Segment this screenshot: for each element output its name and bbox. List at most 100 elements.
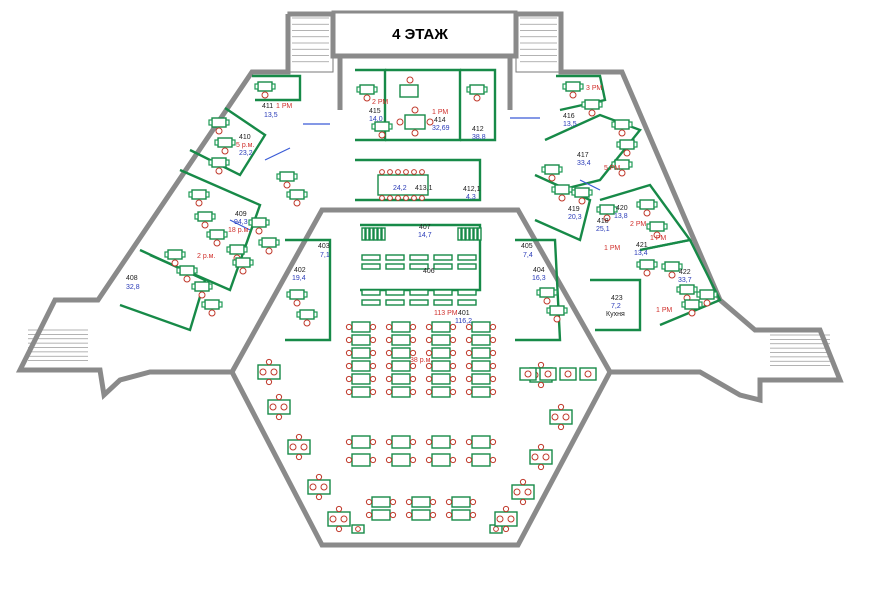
desk — [361, 227, 366, 241]
desk — [549, 305, 565, 316]
seat-side — [211, 213, 216, 220]
desk — [391, 334, 411, 346]
chair — [465, 438, 473, 446]
room-415-number: 415 — [369, 108, 381, 115]
room-417-number: 417 — [577, 152, 589, 159]
desk — [261, 237, 277, 248]
room-423-label: Кухня — [606, 311, 625, 318]
chair — [345, 336, 353, 344]
chair — [562, 413, 570, 421]
room-418-area: 25,1 — [596, 226, 610, 233]
desk — [411, 509, 431, 521]
seat-side — [541, 166, 546, 173]
desk — [371, 509, 391, 521]
chair — [365, 498, 373, 506]
chair — [564, 370, 572, 378]
desk — [684, 299, 700, 310]
chair — [489, 349, 497, 357]
seat-side — [562, 83, 567, 90]
seat-side — [191, 283, 196, 290]
seat-side — [206, 231, 211, 238]
room-419-area: 20,3 — [568, 214, 582, 221]
room-422-capacity: 1 РМ — [656, 307, 672, 314]
chair — [425, 323, 433, 331]
chair — [409, 375, 417, 383]
desk — [469, 84, 485, 95]
seat-side — [231, 139, 236, 146]
chair — [524, 370, 532, 378]
desk — [433, 289, 453, 296]
room-402-number: 402 — [294, 267, 306, 274]
room-418-number: 418 — [597, 218, 609, 225]
chair — [469, 511, 477, 519]
chair — [425, 349, 433, 357]
chair — [300, 443, 308, 451]
chair — [345, 362, 353, 370]
desk — [351, 347, 371, 359]
seat-side — [483, 86, 488, 93]
chair — [221, 147, 229, 155]
chair — [309, 483, 317, 491]
room-408-capacity-fragment: 2 р.м. — [197, 253, 215, 260]
desk — [391, 347, 411, 359]
seat-side — [303, 291, 308, 298]
seat-side — [551, 186, 556, 193]
seat-side — [681, 301, 686, 308]
room-405-area: 7,4 — [523, 252, 533, 259]
chair — [183, 275, 191, 283]
chair — [507, 515, 515, 523]
desk — [461, 227, 466, 241]
seat-side — [254, 83, 259, 90]
chair — [395, 169, 401, 175]
room-412-1-area: 4,3 — [466, 194, 476, 201]
chair — [329, 515, 337, 523]
seat-side — [214, 139, 219, 146]
chair — [385, 323, 393, 331]
desk — [235, 257, 251, 268]
chair — [406, 76, 414, 84]
chair — [345, 349, 353, 357]
desk — [391, 321, 411, 333]
room-labels: 411 1 РМ 13,5 410 5 р.м. 23,2 409 94,3 1… — [126, 85, 692, 364]
stair-steps — [28, 17, 830, 367]
chair — [280, 403, 288, 411]
seat-side — [371, 123, 376, 130]
chair — [653, 231, 661, 239]
chair — [465, 336, 473, 344]
chair — [295, 433, 303, 441]
chair — [208, 309, 216, 317]
seat-side — [208, 159, 213, 166]
chair — [531, 453, 539, 461]
chair — [449, 388, 457, 396]
room-411-number: 411 — [262, 103, 273, 110]
chair — [489, 375, 497, 383]
desk — [391, 435, 411, 449]
chair — [544, 370, 552, 378]
chair — [378, 131, 386, 139]
desk — [599, 204, 615, 215]
seat-side — [275, 239, 280, 246]
chair — [465, 375, 473, 383]
chair — [688, 309, 696, 317]
chair — [385, 438, 393, 446]
desk — [391, 386, 411, 398]
seat-side — [373, 86, 378, 93]
chair — [426, 118, 434, 126]
seat-side — [218, 301, 223, 308]
seat-side — [636, 261, 641, 268]
chair — [385, 375, 393, 383]
chair — [269, 403, 277, 411]
chair — [578, 197, 586, 205]
desk — [361, 289, 381, 296]
seat-side — [653, 261, 658, 268]
seat-side — [271, 83, 276, 90]
chair — [315, 493, 323, 501]
chair — [419, 195, 425, 201]
desk — [471, 334, 491, 346]
seat-side — [698, 301, 703, 308]
chair — [425, 336, 433, 344]
room-423-number: 423 — [611, 295, 623, 302]
seat-side — [628, 161, 633, 168]
room-420-number: 420 — [616, 205, 628, 212]
desk — [554, 184, 570, 195]
